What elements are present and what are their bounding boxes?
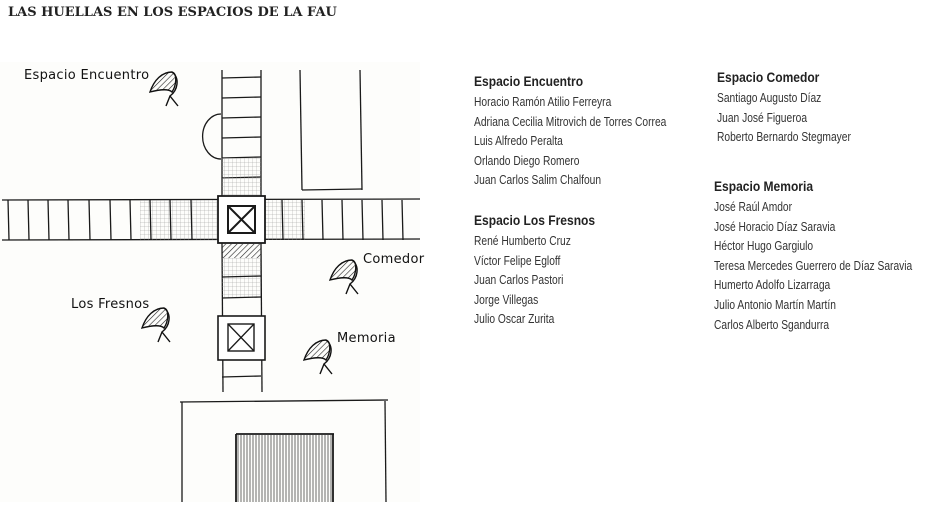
campus-sketch-map: Espacio Encuentro Comedor Los Fresnos Me…	[0, 62, 424, 502]
section-title: Espacio Memoria	[714, 178, 814, 194]
map-drawing	[1, 69, 420, 502]
list-item: Julio Oscar Zurita	[474, 312, 555, 327]
list-item: Juan Carlos Salim Chalfoun	[474, 173, 602, 188]
section-memoria: Espacio Memoria José Raúl Amdor José Hor…	[714, 178, 926, 335]
list-item: Roberto Bernardo Stegmayer	[717, 130, 851, 145]
list-item: Héctor Hugo Gargiulo	[714, 239, 814, 254]
list-item: Humerto Adolfo Lizarraga	[714, 278, 831, 293]
section-title: Espacio Los Fresnos	[474, 212, 596, 228]
list-item: Víctor Felipe Egloff	[474, 253, 561, 268]
list-item: René Humberto Cruz	[474, 234, 571, 248]
headscarf-icon	[140, 71, 359, 375]
list-item: Juan Carlos Pastori	[474, 273, 564, 288]
list-item: José Horacio Díaz Saravia	[714, 219, 836, 234]
list-item: Teresa Mercedes Guerrero de Díaz Saravia	[714, 258, 913, 273]
section-title: Espacio Comedor	[717, 69, 820, 85]
section-title: Espacio Encuentro	[474, 73, 584, 89]
section-comedor: Espacio Comedor Santiago Augusto Díaz Ju…	[717, 69, 880, 148]
map-label-memoria: Memoria	[337, 331, 396, 346]
list-item: Luis Alfredo Peralta	[474, 134, 563, 149]
section-fresnos: Espacio Los Fresnos René Humberto Cruz V…	[474, 212, 615, 330]
list-item: Santiago Augusto Díaz	[717, 91, 822, 105]
map-label-fresnos: Los Fresnos	[71, 297, 150, 312]
list-item: José Raúl Amdor	[714, 200, 793, 214]
page-title: LAS HUELLAS EN LOS ESPACIOS DE LA FAU	[8, 5, 337, 20]
list-item: Juan José Figueroa	[717, 110, 808, 125]
list-item: Julio Antonio Martín Martín	[714, 297, 836, 312]
section-encuentro: Espacio Encuentro Horacio Ramón Atilio F…	[474, 73, 709, 191]
list-item: Carlos Alberto Sgandurra	[714, 317, 830, 332]
map-label-comedor: Comedor	[363, 252, 425, 267]
list-item: Orlando Diego Romero	[474, 153, 580, 168]
list-item: Adriana Cecilia Mitrovich de Torres Corr…	[474, 114, 667, 129]
list-item: Jorge Villegas	[474, 292, 539, 307]
list-item: Horacio Ramón Atilio Ferreyra	[474, 95, 612, 109]
map-label-encuentro: Espacio Encuentro	[24, 68, 150, 83]
